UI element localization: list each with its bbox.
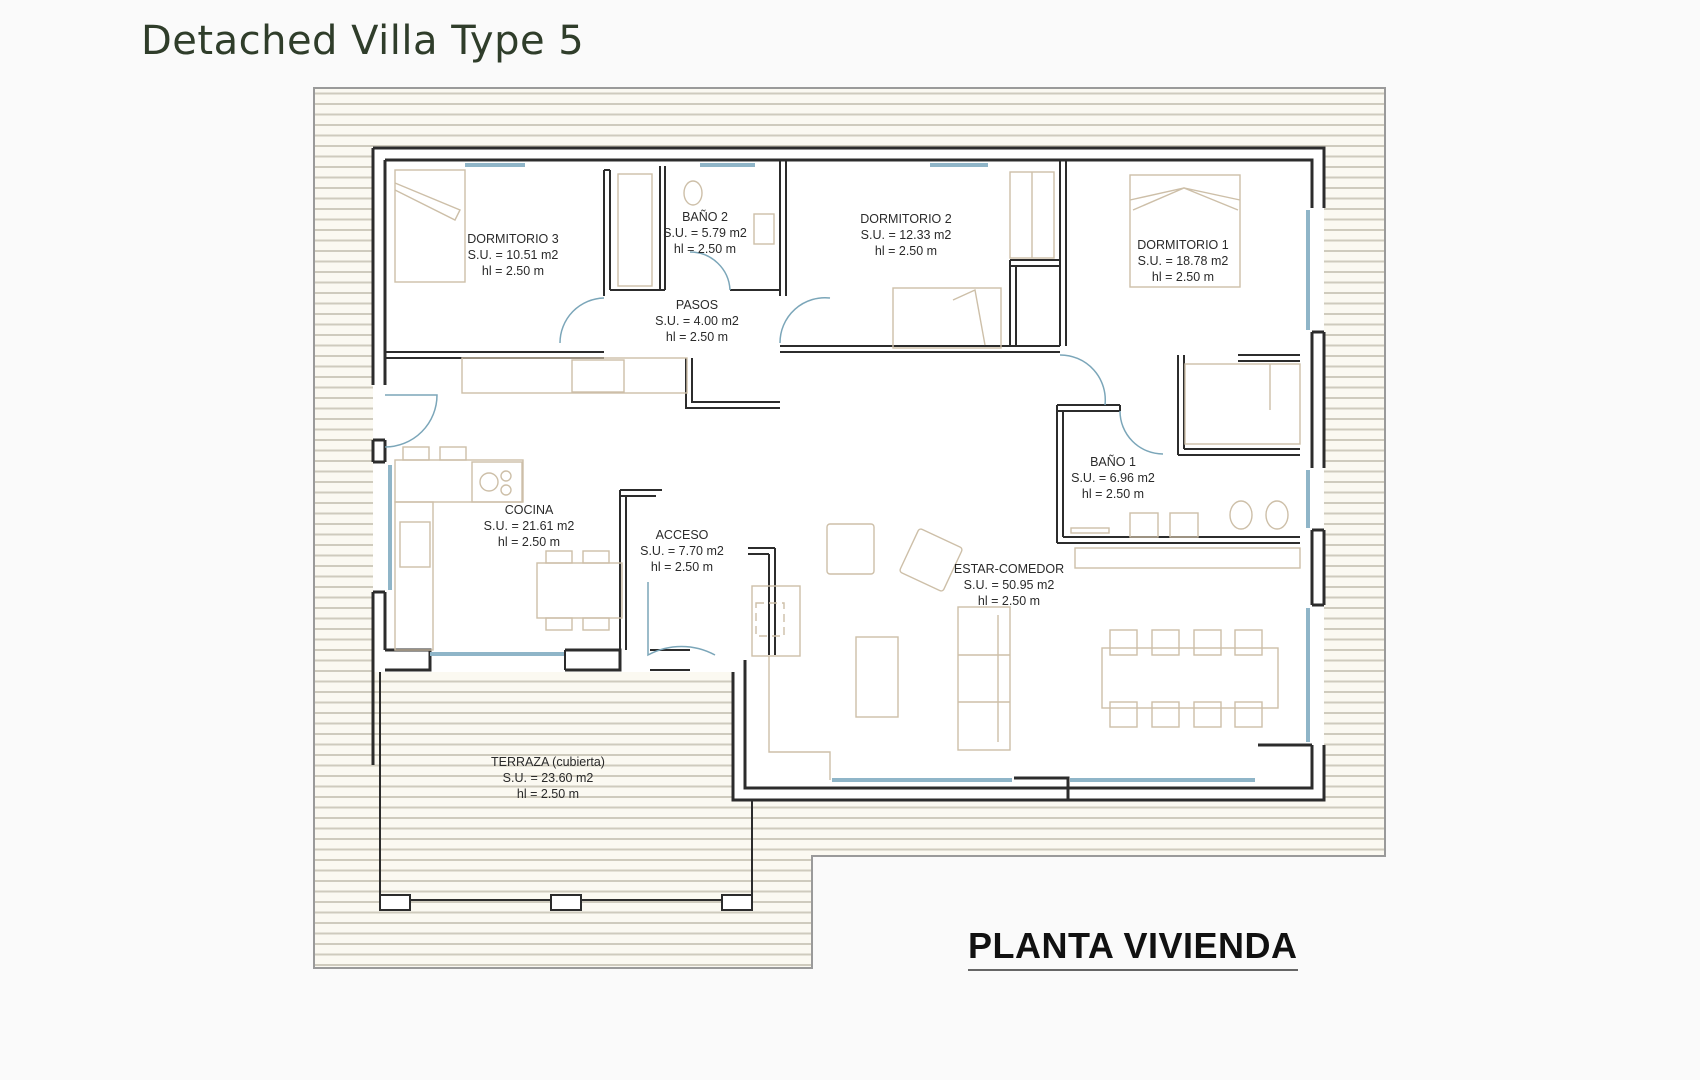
svg-text:S.U. = 6.96 m2: S.U. = 6.96 m2: [1071, 471, 1155, 485]
svg-text:hl = 2.50 m: hl = 2.50 m: [674, 242, 736, 256]
svg-text:S.U. = 10.51 m2: S.U. = 10.51 m2: [468, 248, 559, 262]
svg-text:S.U. = 23.60 m2: S.U. = 23.60 m2: [503, 771, 594, 785]
svg-text:hl = 2.50 m: hl = 2.50 m: [1152, 270, 1214, 284]
interior-walls: [385, 160, 1300, 671]
svg-text:hl = 2.50 m: hl = 2.50 m: [482, 264, 544, 278]
room-label-pasos: PASOS S.U. = 4.00 m2 hl = 2.50 m: [655, 298, 739, 344]
svg-text:TERRAZA (cubierta): TERRAZA (cubierta): [491, 755, 605, 769]
svg-text:S.U. = 4.00 m2: S.U. = 4.00 m2: [655, 314, 739, 328]
svg-text:S.U. = 21.61 m2: S.U. = 21.61 m2: [484, 519, 575, 533]
svg-text:hl = 2.50 m: hl = 2.50 m: [666, 330, 728, 344]
svg-text:hl = 2.50 m: hl = 2.50 m: [517, 787, 579, 801]
svg-text:PASOS: PASOS: [676, 298, 718, 312]
windows: [388, 163, 1310, 782]
furniture: [394, 169, 1301, 780]
room-label-dormitorio-3: DORMITORIO 3 S.U. = 10.51 m2 hl = 2.50 m: [467, 232, 558, 278]
svg-text:ESTAR-COMEDOR: ESTAR-COMEDOR: [954, 562, 1064, 576]
svg-text:S.U. = 5.79 m2: S.U. = 5.79 m2: [663, 226, 747, 240]
svg-text:hl = 2.50 m: hl = 2.50 m: [875, 244, 937, 258]
svg-text:ACCESO: ACCESO: [656, 528, 709, 542]
svg-text:S.U. = 12.33 m2: S.U. = 12.33 m2: [861, 228, 952, 242]
terrace: [379, 672, 753, 911]
room-label-cocina: COCINA S.U. = 21.61 m2 hl = 2.50 m: [484, 503, 575, 549]
room-label-acceso: ACCESO S.U. = 7.70 m2 hl = 2.50 m: [640, 528, 724, 574]
room-label-dormitorio-1: DORMITORIO 1 S.U. = 18.78 m2 hl = 2.50 m: [1137, 238, 1228, 284]
room-label-bano-1: BAÑO 1 S.U. = 6.96 m2 hl = 2.50 m: [1071, 455, 1155, 501]
house-footprint: [373, 148, 1324, 800]
page-title: Detached Villa Type 5: [141, 18, 585, 64]
svg-text:COCINA: COCINA: [505, 503, 554, 517]
svg-text:hl = 2.50 m: hl = 2.50 m: [1082, 487, 1144, 501]
svg-text:DORMITORIO 1: DORMITORIO 1: [1137, 238, 1228, 252]
doors: [384, 251, 1164, 657]
svg-text:S.U. = 50.95 m2: S.U. = 50.95 m2: [964, 578, 1055, 592]
svg-text:BAÑO 2: BAÑO 2: [682, 210, 728, 224]
svg-text:DORMITORIO 2: DORMITORIO 2: [860, 212, 951, 226]
room-label-dormitorio-2: DORMITORIO 2 S.U. = 12.33 m2 hl = 2.50 m: [860, 212, 951, 258]
svg-text:DORMITORIO 3: DORMITORIO 3: [467, 232, 558, 246]
svg-text:S.U. = 7.70 m2: S.U. = 7.70 m2: [640, 544, 724, 558]
svg-text:hl = 2.50 m: hl = 2.50 m: [498, 535, 560, 549]
plan-title: PLANTA VIVIENDA: [968, 925, 1298, 971]
room-label-terraza: TERRAZA (cubierta) S.U. = 23.60 m2 hl = …: [491, 755, 605, 801]
svg-text:hl = 2.50 m: hl = 2.50 m: [978, 594, 1040, 608]
svg-text:S.U. = 18.78 m2: S.U. = 18.78 m2: [1138, 254, 1229, 268]
room-label-bano-2: BAÑO 2 S.U. = 5.79 m2 hl = 2.50 m: [663, 210, 747, 256]
svg-text:BAÑO 1: BAÑO 1: [1090, 455, 1136, 469]
svg-text:hl = 2.50 m: hl = 2.50 m: [651, 560, 713, 574]
room-label-estar-comedor: ESTAR-COMEDOR S.U. = 50.95 m2 hl = 2.50 …: [954, 562, 1064, 608]
